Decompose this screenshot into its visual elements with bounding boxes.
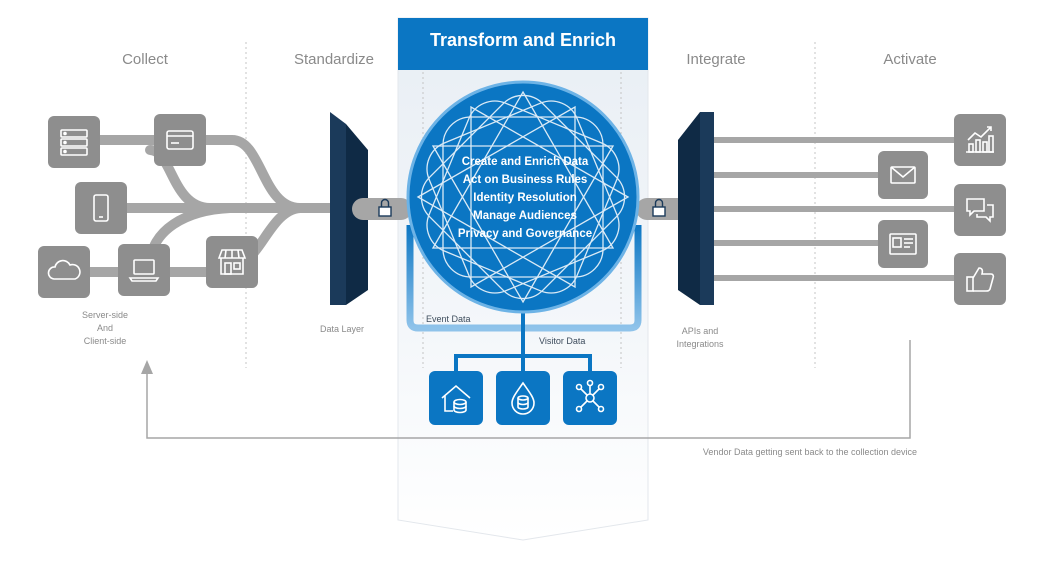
id-card-icon [878, 220, 928, 268]
server-icon [48, 116, 100, 168]
transform-heading: Transform and Enrich [429, 30, 617, 50]
visitor-data-label: Visitor Data [539, 336, 586, 346]
network-hub-icon [563, 371, 617, 425]
collect-pipes [81, 135, 335, 277]
activate-lines [714, 137, 956, 281]
data-layer-block [330, 112, 346, 305]
vendor-return-line [146, 340, 911, 439]
storefront-icon [206, 236, 258, 288]
capability-list: Create and Enrich Data Act on Business R… [430, 153, 620, 243]
mobile-phone-icon [75, 182, 127, 234]
apis-caption: APIs and Integrations [676, 326, 724, 349]
capability-item: Identity Resolution [473, 192, 577, 204]
transform-header-bar [398, 18, 648, 70]
collect-heading: Collect [122, 51, 168, 68]
data-lake-icon [496, 371, 550, 425]
integrate-heading: Integrate [686, 51, 746, 68]
collect-caption: Server-side And Client-side [81, 310, 128, 346]
capability-item: Manage Audiences [473, 210, 577, 222]
vendor-data-caption: Vendor Data getting sent back to the col… [702, 447, 918, 457]
integrations-block [678, 112, 700, 305]
capability-item: Act on Business Rules [462, 174, 588, 186]
home-database-icon [429, 371, 483, 425]
credit-card-icon [154, 114, 206, 166]
email-icon [878, 151, 928, 199]
laptop-icon [118, 244, 170, 296]
data-layer-caption: Data Layer [319, 324, 365, 334]
analytics-chart-icon [954, 114, 1006, 166]
standardize-heading: Standardize [293, 51, 375, 68]
chat-icon [954, 184, 1006, 236]
activate-heading: Activate [883, 51, 937, 68]
event-data-label: Event Data [426, 314, 471, 324]
cloud-icon [38, 246, 90, 298]
thumbs-up-icon [954, 253, 1006, 305]
capability-item: Privacy and Governance [457, 228, 593, 240]
padlock-icon [378, 198, 392, 217]
padlock-icon [652, 198, 666, 217]
enrichment-hub [406, 80, 640, 314]
capability-item: Create and Enrich Data [461, 156, 589, 168]
return-arrowhead [141, 360, 153, 374]
column-dividers [245, 42, 816, 368]
